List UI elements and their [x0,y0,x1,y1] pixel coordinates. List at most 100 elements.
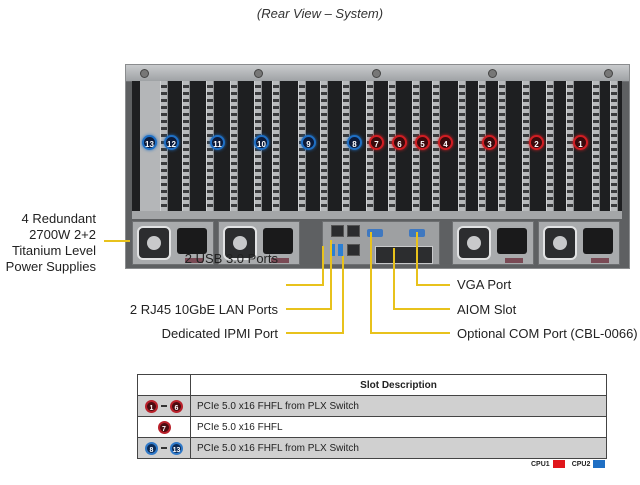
psu-label-line: Power Supplies [5,259,96,274]
slot-marker-1: 1 [573,135,588,150]
com-port-icon [367,229,383,237]
slot-bracket [522,81,530,211]
slot-marker-12: 12 [164,135,179,150]
slot-marker-5: 5 [415,135,430,150]
vga-leader-line [416,232,418,286]
slot-range-cell: 8 13 [137,437,191,459]
psu-handle [591,258,609,263]
table-header-blank [137,374,191,396]
psu-label-line: 2700W 2+2 [29,227,96,242]
legend-label-cpu1: CPU1 [531,460,550,468]
top-rail [126,65,629,82]
psu-handle [185,258,203,263]
usb-leader-line [286,284,323,286]
lan-callout-label: 2 RJ45 10GbE LAN Ports [129,302,278,317]
usb-port-icon [338,244,343,256]
slot-marker-11: 11 [210,135,225,150]
range-dash [161,447,167,449]
slot-bracket [566,81,574,211]
psu-label-line: 4 Redundant [21,211,96,226]
power-supply [218,221,300,265]
fan-icon [223,226,257,260]
usb-leader-line [322,246,324,286]
table-row: 7 PCIe 5.0 x16 FHFL [137,416,607,438]
slot-marker-icon: 7 [157,420,171,434]
lan-leader-line [330,240,332,310]
aiom-leader-line [393,308,450,310]
aiom-leader-line [393,248,395,310]
slot-marker-icon: 8 [145,441,158,455]
vga-callout-label: VGA Port [457,277,512,292]
range-dash [161,405,167,407]
table-header-row: Slot Description [137,374,607,396]
slot-marker-icon: 13 [170,441,183,455]
slot-marker-9: 9 [301,135,316,150]
ipmi-callout-label: Dedicated IPMI Port [161,326,278,341]
slot-bracket [272,81,280,211]
slot-marker-8: 8 [347,135,362,150]
slot-bracket [546,81,554,211]
psu-callout-label: 4 Redundant 2700W 2+2 Titanium Level Pow… [4,211,96,275]
screw-icon [140,69,149,78]
table-header: Slot Description [190,374,607,396]
ipmi-leader-line [286,332,344,334]
power-supply [538,221,620,265]
slot-bracket [592,81,600,211]
usb-callout-label: 2 USB 3.0 Ports [184,251,278,266]
slot-description-cell: PCIe 5.0 x16 FHFL from PLX Switch [190,437,607,459]
legend-label-cpu2: CPU2 [571,460,591,468]
fan-icon [457,226,491,260]
slot-marker-2: 2 [529,135,544,150]
psu-leader-line [104,240,130,242]
screw-icon [372,69,381,78]
slot-marker-7: 7 [369,135,384,150]
cpu-legend: CPU1 CPU2 [531,460,606,468]
lan-port-icon [347,225,360,237]
psu-handle [505,258,523,263]
aiom-callout-label: AIOM Slot [457,302,517,317]
power-socket-icon [497,228,527,254]
power-socket-icon [583,228,613,254]
screw-icon [254,69,263,78]
com-callout-label: Optional COM Port (CBL-0066) [457,326,638,341]
fan-icon [137,226,171,260]
psu-handle [271,258,289,263]
diagram-title: (Rear View – System) [256,6,384,21]
psu-label-line: Titanium Level [11,243,96,258]
slot-bracket [458,81,466,211]
io-panel [322,221,440,265]
slot-bracket [610,81,618,211]
com-leader-line [370,332,450,334]
screw-icon [488,69,497,78]
slot-marker-6: 6 [392,135,407,150]
power-socket-icon [177,228,207,254]
com-leader-line [370,232,372,334]
slot-bracket [498,81,506,211]
slot-marker-icon: 1 [145,399,158,413]
lan-port-icon [331,225,344,237]
legend-swatch-cpu2 [593,460,606,468]
slot-marker-4: 4 [438,135,453,150]
slot-marker-10: 10 [254,135,269,150]
slot-description-cell: PCIe 5.0 x16 FHFL from PLX Switch [190,395,607,417]
bracket-strip [132,211,622,219]
slot-range-cell: 7 [137,416,191,438]
slot-marker-13: 13 [142,135,157,150]
power-supply [452,221,534,265]
usb-port-icon [330,244,335,256]
power-socket-icon [263,228,293,254]
server-chassis-rear [125,64,630,269]
power-supply [132,221,214,265]
ipmi-port-icon [347,244,360,256]
slot-bracket [182,81,190,211]
slot-bracket [320,81,328,211]
slot-bracket [230,81,238,211]
fan-icon [543,226,577,260]
lan-leader-line [286,308,331,310]
slot-marker-3: 3 [482,135,497,150]
aiom-slot [375,246,433,264]
vga-leader-line [416,284,450,286]
